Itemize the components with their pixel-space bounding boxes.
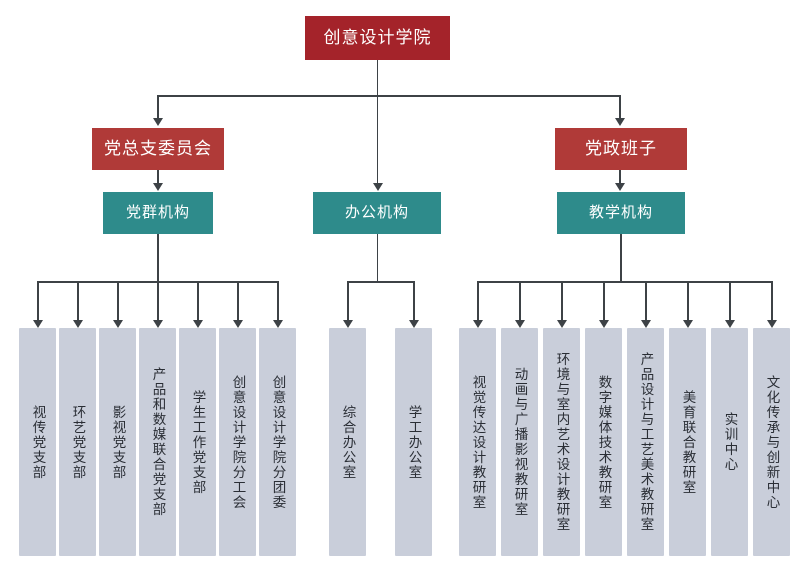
arrow-teaching-org — [615, 183, 625, 191]
arrow-office-org — [372, 183, 383, 191]
node-leaf-youth-league-committee[interactable]: 创意设计学院分团委 — [259, 328, 296, 556]
arrow-leaf-4 — [153, 320, 163, 328]
connector-leaf-drop-2 — [77, 281, 79, 323]
connector-leaf-drop-4 — [157, 281, 159, 323]
node-leaf-product-digital-media-party-branch[interactable]: 产品和数媒联合党支部 — [139, 328, 176, 556]
connector-party-committee-to-mass-org — [157, 170, 159, 186]
arrow-leaf-7 — [273, 320, 283, 328]
connector-leaf-drop-15 — [687, 281, 689, 323]
node-leaf-digital-media-technology-office[interactable]: 数字媒体技术教研室 — [585, 328, 622, 556]
connector-leaf-drop-1 — [37, 281, 39, 323]
connector-party-admin-to-teaching-org — [619, 170, 621, 186]
connector-leaf-drop-17 — [771, 281, 773, 323]
connector-leaf-drop-9 — [413, 281, 415, 323]
arrow-leaf-11 — [515, 320, 525, 328]
connector-leaf-drop-16 — [729, 281, 731, 323]
connector-leaf-drop-11 — [519, 281, 521, 323]
node-leaf-visual-communication-design-office[interactable]: 视觉传达设计教研室 — [459, 328, 496, 556]
connector-leaf-drop-10 — [477, 281, 479, 323]
arrow-leaf-5 — [193, 320, 203, 328]
connector-office-org-bus — [347, 281, 414, 283]
node-party-admin[interactable]: 党政班子 — [555, 128, 687, 170]
node-leaf-general-office[interactable]: 综合办公室 — [329, 328, 366, 556]
node-leaf-cultural-heritage-innovation-center[interactable]: 文化传承与创新中心 — [753, 328, 790, 556]
node-teaching-organizations[interactable]: 教学机构 — [557, 192, 685, 234]
connector-mass-org-stem — [157, 234, 159, 281]
arrow-leaf-1 — [33, 320, 43, 328]
connector-leaf-drop-13 — [603, 281, 605, 323]
arrow-party-committee — [153, 118, 163, 126]
node-leaf-yingshi-party-branch[interactable]: 影视党支部 — [99, 328, 136, 556]
connector-leaf-drop-14 — [645, 281, 647, 323]
node-leaf-shichuan-party-branch[interactable]: 视传党支部 — [19, 328, 56, 556]
arrow-mass-org — [153, 183, 163, 191]
connector-level2-bus — [157, 95, 620, 97]
connector-leaf-drop-7 — [277, 281, 279, 323]
node-leaf-huanyi-party-branch[interactable]: 环艺党支部 — [59, 328, 96, 556]
arrow-leaf-16 — [725, 320, 735, 328]
connector-leaf-drop-6 — [237, 281, 239, 323]
arrow-leaf-8 — [343, 320, 353, 328]
connector-office-org-stem — [376, 234, 379, 281]
connector-drop-party-admin — [619, 95, 621, 120]
node-leaf-student-affairs-party-branch[interactable]: 学生工作党支部 — [179, 328, 216, 556]
node-leaf-environment-interior-design-office[interactable]: 环境与室内艺术设计教研室 — [543, 328, 580, 556]
node-party-committee[interactable]: 党总支委员会 — [92, 128, 224, 170]
connector-leaf-drop-8 — [347, 281, 349, 323]
connector-leaf-drop-5 — [197, 281, 199, 323]
connector-teaching-org-stem — [620, 234, 622, 281]
arrow-leaf-9 — [409, 320, 419, 328]
node-mass-organizations[interactable]: 党群机构 — [103, 192, 213, 234]
node-office-organizations[interactable]: 办公机构 — [313, 192, 441, 234]
arrow-leaf-6 — [233, 320, 243, 328]
node-leaf-animation-broadcasting-office[interactable]: 动画与广播影视教研室 — [501, 328, 538, 556]
connector-root-to-office — [376, 95, 379, 185]
node-root-college[interactable]: 创意设计学院 — [305, 16, 450, 60]
arrow-leaf-2 — [73, 320, 83, 328]
node-leaf-product-design-craft-art-office[interactable]: 产品设计与工艺美术教研室 — [627, 328, 664, 556]
node-leaf-student-affairs-office[interactable]: 学工办公室 — [395, 328, 432, 556]
node-leaf-labor-union[interactable]: 创意设计学院分工会 — [219, 328, 256, 556]
connector-drop-party-committee — [157, 95, 159, 120]
arrow-leaf-17 — [767, 320, 777, 328]
arrow-leaf-10 — [473, 320, 483, 328]
arrow-party-admin — [615, 118, 625, 126]
arrow-leaf-15 — [683, 320, 693, 328]
arrow-leaf-14 — [641, 320, 651, 328]
connector-teaching-org-bus — [477, 281, 773, 283]
connector-leaf-drop-3 — [117, 281, 119, 323]
node-leaf-training-center[interactable]: 实训中心 — [711, 328, 748, 556]
arrow-leaf-3 — [113, 320, 123, 328]
connector-leaf-drop-12 — [561, 281, 563, 323]
arrow-leaf-12 — [557, 320, 567, 328]
connector-root-stem — [376, 60, 379, 96]
node-leaf-aesthetic-education-office[interactable]: 美育联合教研室 — [669, 328, 706, 556]
arrow-leaf-13 — [599, 320, 609, 328]
